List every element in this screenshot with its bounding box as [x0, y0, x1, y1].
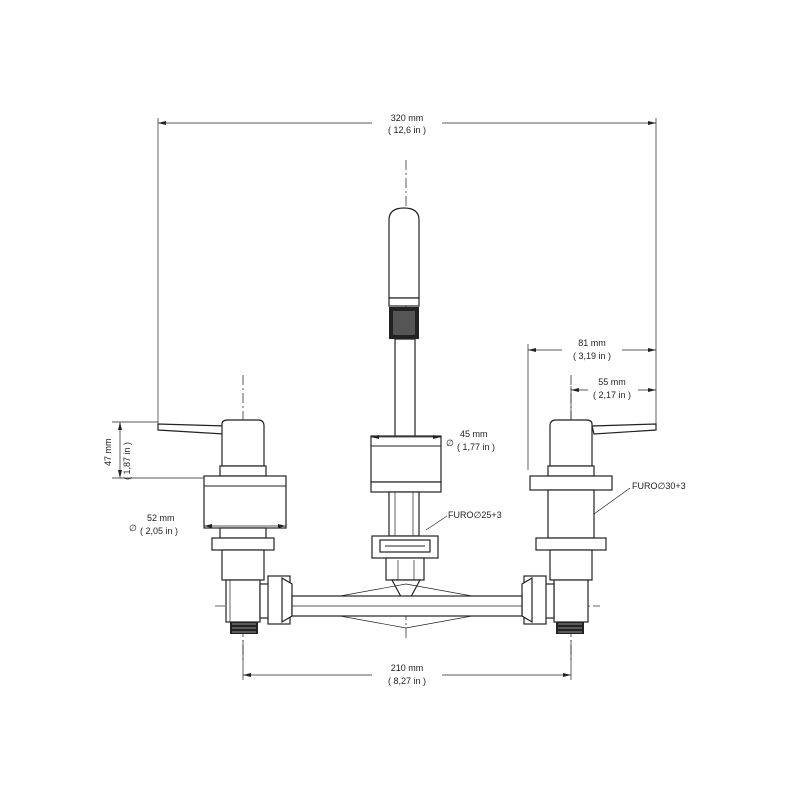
valve-diameter-in: ( 2,05 in )	[140, 526, 178, 536]
left-valve	[157, 419, 293, 634]
handle-offset-in: ( 2,17 in )	[593, 390, 631, 400]
overall-width-dimension: 320 mm ( 12,6 in )	[157, 111, 657, 428]
connecting-pipe	[291, 583, 523, 629]
valve-height-mm: 47 mm	[103, 438, 113, 466]
spout-diameter-mm: 45 mm	[460, 429, 488, 439]
valve-height-dimension: 47 mm ( 1,87 in )	[103, 421, 204, 480]
handle-reach-dimension: 81 mm ( 3,19 in )	[527, 337, 656, 470]
valve-height-in: ( 1,87 in )	[122, 442, 132, 480]
valve-diameter-dimension: ∅ 52 mm ( 2,05 in )	[129, 513, 287, 536]
center-spacing-mm: 210 mm	[391, 663, 424, 673]
overall-width-in: ( 12,6 in )	[388, 125, 426, 135]
valve-diameter-mm: 52 mm	[147, 513, 175, 523]
center-spacing-in: ( 8,27 in )	[388, 676, 426, 686]
handle-offset-mm: 55 mm	[598, 377, 626, 387]
valve-diameter-symbol: ∅	[129, 523, 137, 533]
spout-hole-note: FURO∅25+3	[425, 510, 502, 531]
spout-hole-label: FURO∅25+3	[448, 510, 502, 520]
overall-width-mm: 320 mm	[391, 113, 424, 123]
valve-hole-label: FURO∅30+3	[632, 481, 686, 491]
spout-diameter-in: ( 1,77 in )	[457, 442, 495, 452]
spout	[370, 207, 442, 608]
handle-reach-in: ( 3,19 in )	[573, 351, 611, 361]
spout-diameter-dimension: ∅ 45 mm ( 1,77 in )	[371, 429, 495, 452]
spout-diameter-symbol: ∅	[446, 438, 454, 448]
handle-reach-mm: 81 mm	[578, 338, 606, 348]
right-valve	[521, 419, 657, 634]
valve-hole-note: FURO∅30+3	[593, 481, 686, 515]
handle-offset-dimension: 55 mm ( 2,17 in )	[570, 376, 656, 420]
center-spacing-dimension: 210 mm ( 8,27 in )	[242, 640, 572, 688]
